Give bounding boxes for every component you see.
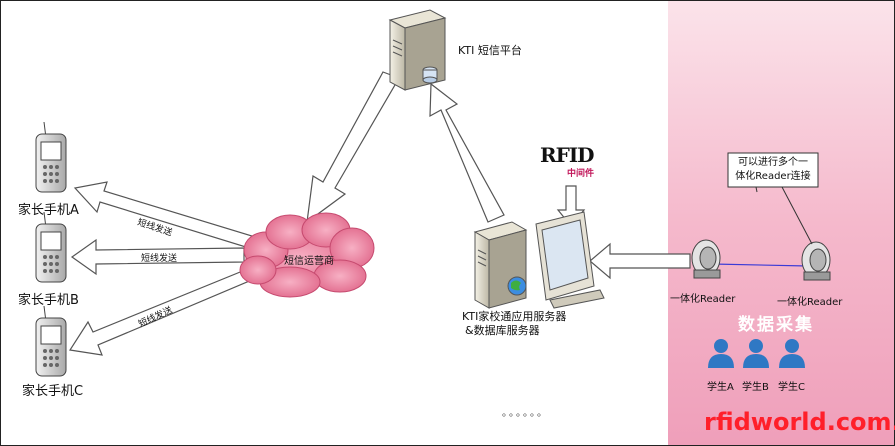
big-arrows (68, 71, 691, 356)
reader-link-line (711, 263, 809, 267)
phone-c-label: 家长手机C (22, 384, 84, 399)
student-a-label: 学生A (707, 382, 734, 393)
rfid-logo: RFID (540, 143, 595, 167)
operator-cloud (239, 212, 375, 298)
arrow-server-to-platform (429, 82, 505, 223)
arrow-to-phone-b (70, 238, 245, 276)
app-server (473, 211, 605, 309)
reader-note-box (727, 152, 819, 188)
reader-note-line1: 可以进行多个一 (738, 157, 808, 168)
student-b-label: 学生B (742, 382, 769, 393)
watermark: rfidworld.com.cn (704, 408, 895, 436)
arrow-to-phone-a (73, 181, 253, 249)
student-a (708, 339, 734, 368)
reader-2 (801, 241, 831, 281)
reader-note-line2: 体化Reader连接 (735, 171, 811, 182)
platform-label: KTI 短信平台 (458, 44, 522, 57)
student-c-label: 学生C (778, 382, 805, 393)
reader-2-label: 一体化Reader (777, 297, 843, 308)
operator-label: 短信运营商 (284, 256, 334, 267)
collection-panel (668, 1, 894, 445)
reader-1 (691, 239, 721, 279)
phone-b-label: 家长手机B (18, 293, 79, 308)
server-label-line1: KTI家校通应用服务器 (462, 310, 567, 323)
note-callout-line (781, 186, 813, 245)
phone-a-label: 家长手机A (18, 203, 79, 218)
arrow-to-phone-c (68, 267, 255, 356)
arrow-platform-to-operator (306, 71, 400, 224)
rfid-logo-subtitle: 中间件 (567, 169, 595, 179)
phone-a (35, 121, 67, 193)
collection-title: 数据采集 (738, 315, 814, 335)
server-label-line2: &数据库服务器 (465, 324, 540, 337)
student-b (743, 339, 769, 368)
phone-c (35, 305, 67, 377)
arrow-reader-to-server (589, 242, 691, 280)
phone-b (35, 211, 67, 283)
reader-1-label: 一体化Reader (670, 294, 736, 305)
platform-server (388, 9, 447, 91)
ellipsis: 。。。。。。 (502, 408, 549, 419)
sms-arrow-b-label: 短线发送 (141, 254, 178, 264)
student-c (779, 339, 805, 368)
